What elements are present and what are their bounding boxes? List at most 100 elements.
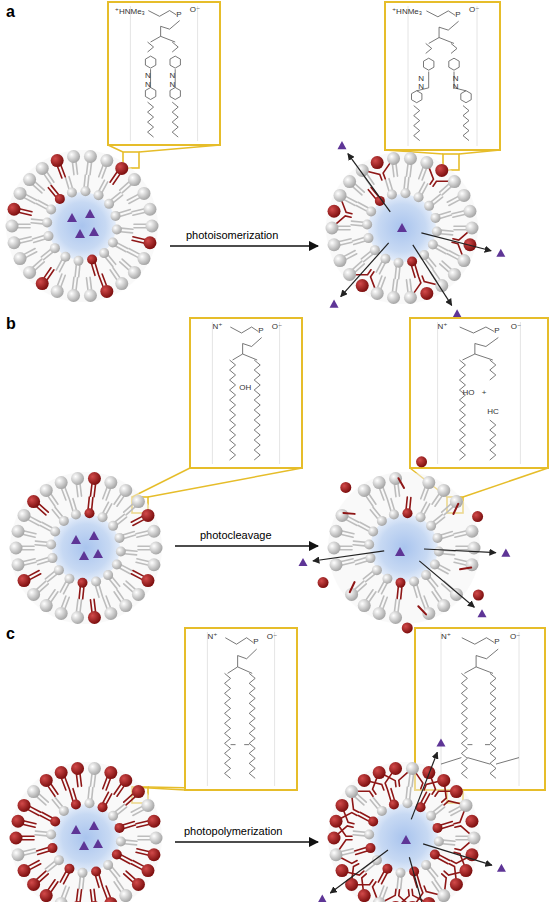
lipid-head <box>108 811 118 821</box>
lipid-head <box>27 495 40 508</box>
lipid-tail <box>380 489 384 500</box>
lipid-tail <box>454 229 466 231</box>
callout-leader <box>463 468 548 497</box>
lipid-head <box>74 256 84 266</box>
atom-label: OH <box>239 384 251 392</box>
lipid-tail <box>42 812 53 818</box>
lipid-tail <box>65 887 69 898</box>
lipid-tail <box>79 265 80 277</box>
lipid-tail <box>422 184 428 195</box>
lipid-tail <box>427 869 435 878</box>
lipid-tail <box>120 262 129 270</box>
lipid-head <box>465 525 478 538</box>
lipid-tail <box>48 880 55 890</box>
lipid-head <box>428 240 438 250</box>
lipid-tail <box>99 585 102 596</box>
lipid-head <box>112 850 122 860</box>
lipid-tail <box>103 778 107 789</box>
lipid-head <box>147 848 160 861</box>
lipid-tail <box>351 221 363 222</box>
lipid-tail <box>397 877 398 889</box>
cargo-triangle <box>395 547 405 556</box>
lipid-head <box>380 254 390 264</box>
lipid-tail <box>421 488 425 499</box>
lipid-head <box>46 540 56 550</box>
lipid-head <box>387 189 397 199</box>
released-cargo <box>496 249 505 257</box>
lipid-tail <box>38 561 49 564</box>
lipid-tail <box>125 844 137 845</box>
lipid-head <box>466 222 479 235</box>
release-arrow <box>424 549 496 553</box>
callout-leader <box>139 145 220 152</box>
callout-leader <box>132 468 190 497</box>
glycerol-bond <box>243 338 262 355</box>
lipid-tail <box>105 257 113 266</box>
lipid-tail <box>421 597 425 608</box>
alkyl-chain <box>254 360 260 460</box>
lipid-tail <box>123 532 134 535</box>
lipid-head <box>141 509 154 522</box>
lipid-head <box>448 268 461 281</box>
lipid-tail <box>424 794 430 805</box>
bond-line <box>231 744 236 745</box>
lipid-tail <box>399 772 408 786</box>
head-group-bond <box>426 11 455 17</box>
lipid-head <box>98 512 108 522</box>
lipid-tail <box>389 179 392 190</box>
lipid-head <box>396 578 406 588</box>
lipid-head <box>150 542 163 555</box>
lipid-head <box>373 476 386 489</box>
lipid-head <box>430 850 440 860</box>
lipid-tail <box>401 877 402 889</box>
atom-label: P <box>455 11 460 19</box>
lipid-tail <box>361 251 370 259</box>
lipid-tail <box>453 232 468 240</box>
lipid-tail <box>133 212 145 215</box>
bond-line <box>475 354 493 360</box>
lipid-tail <box>62 779 66 790</box>
lipid-head <box>55 476 68 489</box>
lipid-tail <box>125 840 137 841</box>
bond-line <box>467 744 472 745</box>
lipid-head <box>371 287 384 300</box>
lipid-tail <box>396 280 397 292</box>
lipid-tail <box>447 254 458 260</box>
cleaved-head <box>473 589 484 600</box>
lipid-tail <box>371 272 375 288</box>
lipid-tail <box>51 185 59 194</box>
atom-label: N <box>145 81 151 89</box>
lipid-head <box>387 152 400 165</box>
callout-leader <box>108 145 123 152</box>
lipid-tail <box>137 534 149 537</box>
lipid-tail <box>386 180 389 191</box>
lipid-head <box>468 542 481 555</box>
atom-label: P <box>494 327 499 335</box>
lipid-tail <box>126 507 135 515</box>
released-cargo <box>299 558 308 566</box>
cleaved-head <box>318 577 329 588</box>
lipid-tail <box>20 209 32 212</box>
lipid-tail <box>396 164 397 176</box>
lipid-tail <box>412 266 415 277</box>
lipid-tail <box>441 234 453 235</box>
alkyl-chain <box>230 360 236 460</box>
lipid-head <box>326 222 339 235</box>
atom-label: O⁻ <box>511 323 521 331</box>
lipid-head <box>103 860 113 870</box>
lipid-tail <box>72 277 73 289</box>
lipid-tail <box>435 517 444 525</box>
lipid-tail <box>132 209 144 212</box>
atom-label: N <box>145 72 151 80</box>
lipid-tail <box>422 169 426 180</box>
lipid-tail <box>355 848 366 851</box>
lipid-head <box>430 560 440 570</box>
lipid-head <box>365 843 375 853</box>
lipid-tail <box>96 876 99 887</box>
lipid-tail <box>39 794 48 802</box>
lipid-tail <box>88 787 89 799</box>
lipid-head <box>366 206 376 216</box>
bond-line <box>244 744 249 745</box>
release-arrow <box>313 551 384 561</box>
